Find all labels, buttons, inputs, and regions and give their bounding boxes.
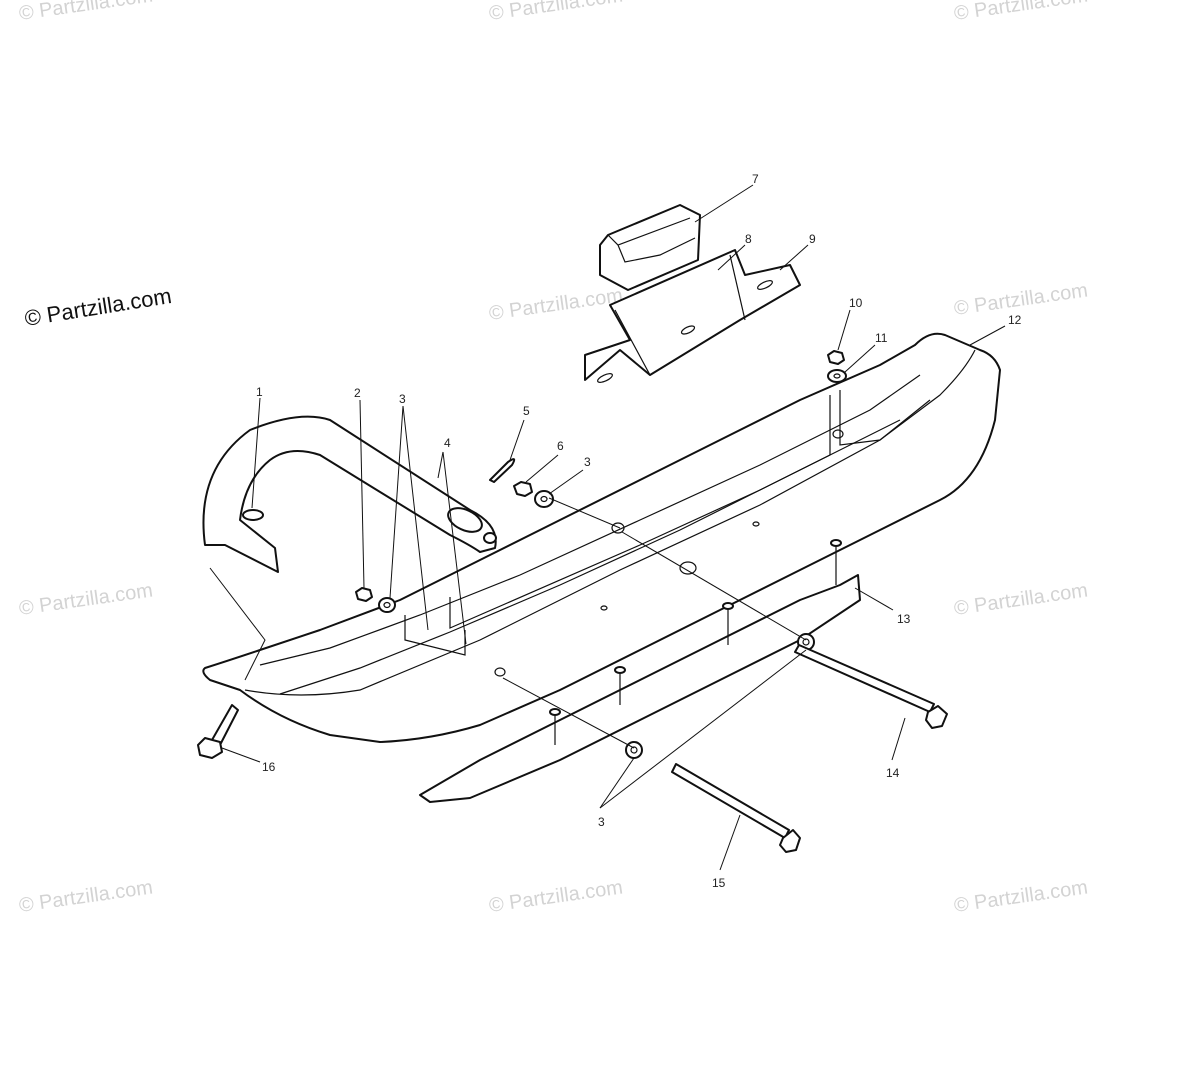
watermark: © Partzilla.com [488, 876, 625, 917]
washer-3d [625, 741, 643, 759]
bolt-14 [794, 644, 948, 729]
wear-pad [599, 204, 701, 291]
callout-4: 4 [444, 436, 451, 450]
bolt-16 [197, 704, 239, 759]
washer-3b [534, 490, 554, 508]
brand-label: © Partzilla.com [23, 283, 173, 331]
callout-3: 3 [399, 392, 406, 406]
callout-12: 12 [1008, 313, 1022, 327]
washer-11 [827, 369, 847, 383]
ski-runner [419, 539, 861, 803]
ski-handle [202, 415, 497, 573]
callout-8: 8 [745, 232, 752, 246]
watermark: © Partzilla.com [953, 0, 1090, 25]
nut-10 [827, 350, 845, 365]
leader-lines [209, 184, 1006, 871]
bolt-15 [671, 763, 801, 853]
callout-15: 15 [712, 876, 726, 890]
washer-3 [378, 597, 396, 613]
callout-10: 10 [849, 296, 863, 310]
callout-7: 7 [752, 172, 759, 186]
cotter-pin-5 [489, 458, 516, 483]
ski-body [202, 332, 1001, 743]
watermark: © Partzilla.com [953, 579, 1090, 620]
watermark: © Partzilla.com [18, 0, 155, 25]
saddle-bracket [584, 249, 801, 383]
watermark: © Partzilla.com [18, 876, 155, 917]
nut-2 [355, 587, 373, 602]
callout-numbers: 1 2 3 4 5 6 3 7 8 9 10 11 12 13 14 3 15 … [256, 172, 1022, 890]
callout-11: 11 [875, 331, 888, 345]
watermark: © Partzilla.com [953, 876, 1090, 917]
callout-13: 13 [897, 612, 911, 626]
watermark: © Partzilla.com [488, 0, 625, 25]
callout-2: 2 [354, 386, 361, 400]
nut-6 [513, 481, 533, 497]
watermark: © Partzilla.com [18, 579, 155, 620]
callout-16: 16 [262, 760, 276, 774]
watermark: © Partzilla.com [488, 284, 625, 325]
callout-3-nut: 3 [584, 455, 591, 469]
callout-14: 14 [886, 766, 900, 780]
callout-6: 6 [557, 439, 564, 453]
callout-5: 5 [523, 404, 530, 418]
callout-3-washers: 3 [598, 815, 605, 829]
callout-9: 9 [809, 232, 816, 246]
callout-1: 1 [256, 385, 263, 399]
